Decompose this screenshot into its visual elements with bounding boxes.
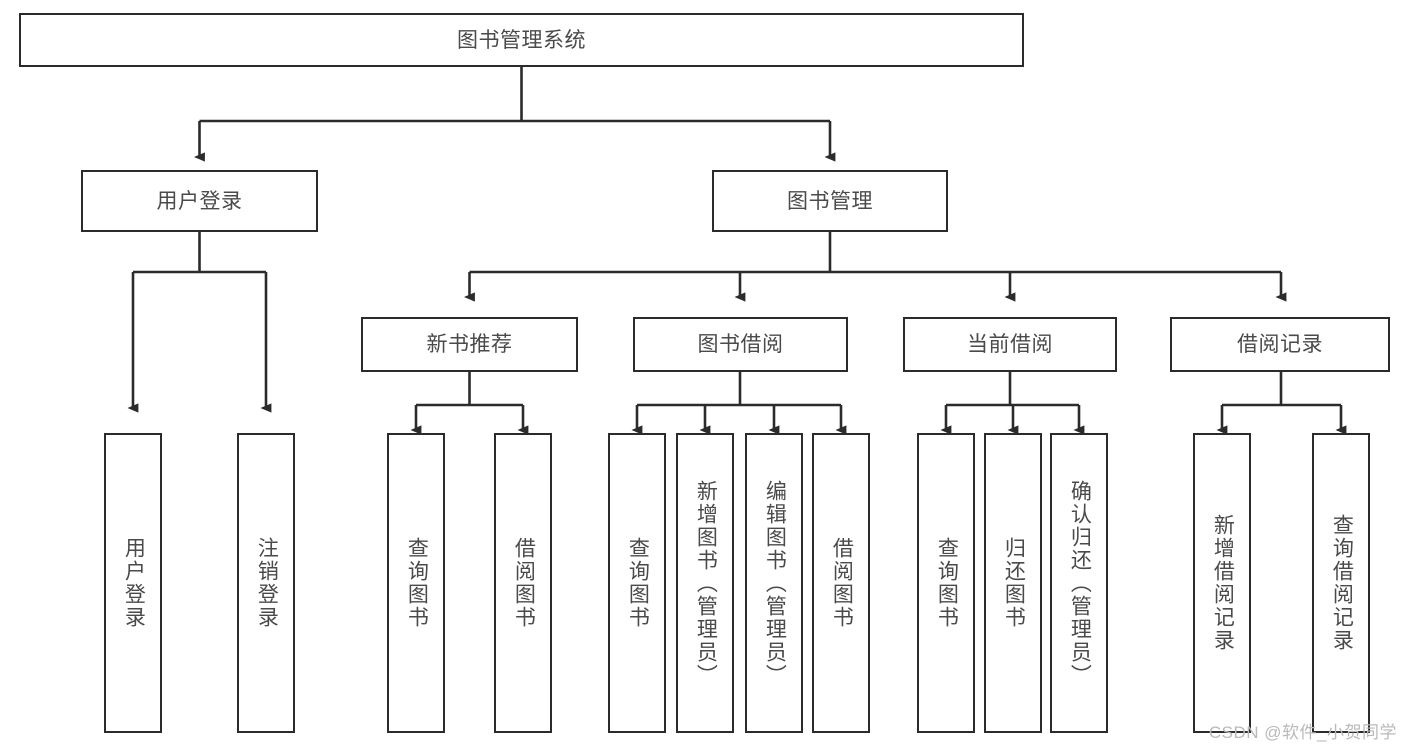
node-root-system[interactable]: 图书管理系统 [19,13,1024,67]
node-leaf-query-book-3[interactable]: 查询图书 [917,433,975,733]
node-label: 借阅记录 [1237,333,1323,356]
node-leaf-confirm-return[interactable]: 确认归还（管理员） [1050,433,1108,733]
node-book-borrow[interactable]: 图书借阅 [633,317,848,372]
node-leaf-query-book-2[interactable]: 查询图书 [608,433,666,733]
node-leaf-add-book[interactable]: 新增图书（管理员） [676,433,734,733]
node-leaf-user-login[interactable]: 用户登录 [104,433,162,733]
node-label: 新增借阅记录 [1211,514,1235,652]
node-leaf-add-borrow-record[interactable]: 新增借阅记录 [1193,433,1251,733]
node-label: 注销登录 [255,537,279,629]
node-leaf-logout-login[interactable]: 注销登录 [237,433,295,733]
csdn-watermark: CSDN @软件_小贺同学 [1208,723,1397,742]
node-label: 用户登录 [122,537,146,629]
node-label: 查询图书 [935,537,959,629]
node-label: 借阅图书 [512,537,536,629]
node-new-book-recommend[interactable]: 新书推荐 [361,317,578,372]
node-label: 查询借阅记录 [1330,514,1354,652]
node-leaf-return-book[interactable]: 归还图书 [984,433,1042,733]
node-borrow-record[interactable]: 借阅记录 [1170,317,1390,372]
node-leaf-borrow-book-1[interactable]: 借阅图书 [494,433,552,733]
node-current-borrow[interactable]: 当前借阅 [903,317,1117,372]
node-label: 编辑图书（管理员） [763,479,787,687]
node-leaf-query-borrow-record[interactable]: 查询借阅记录 [1312,433,1370,733]
node-label: 图书借阅 [697,333,784,356]
node-label: 用户登录 [156,189,243,213]
node-leaf-edit-book[interactable]: 编辑图书（管理员） [745,433,803,733]
node-label: 图书管理 [787,189,873,213]
node-user-login[interactable]: 用户登录 [81,170,318,232]
node-label: 查询图书 [405,537,429,629]
node-label: 新增图书（管理员） [694,479,718,687]
node-leaf-borrow-book-2[interactable]: 借阅图书 [812,433,870,733]
node-leaf-query-book-1[interactable]: 查询图书 [387,433,445,733]
node-book-management[interactable]: 图书管理 [712,170,948,232]
node-label: 图书管理系统 [457,28,586,52]
node-label: 当前借阅 [967,333,1053,356]
node-label: 借阅图书 [830,537,854,629]
node-label: 确认归还（管理员） [1068,479,1092,687]
node-label: 查询图书 [626,537,650,629]
node-label: 归还图书 [1002,537,1026,629]
node-label: 新书推荐 [426,333,513,356]
